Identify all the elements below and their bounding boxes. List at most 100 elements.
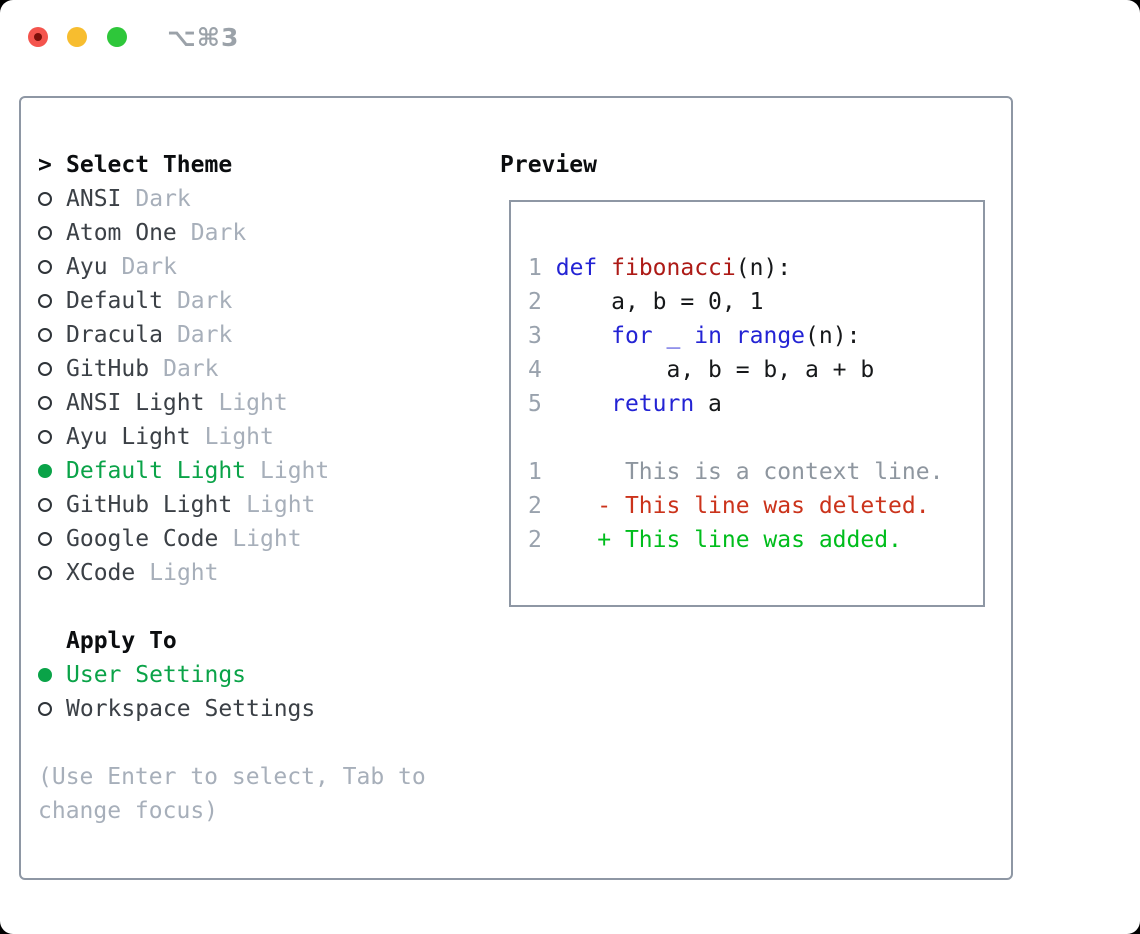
radio-circle [38, 328, 52, 342]
option-variant-label: Light [218, 390, 288, 416]
radio-icon [38, 566, 66, 580]
option-variant-label: Light [149, 560, 219, 586]
theme-option[interactable]: GitHub Dark [38, 352, 329, 386]
radio-icon [38, 192, 66, 206]
option-label: Default Light [66, 458, 247, 484]
radio-circle [38, 260, 52, 274]
radio-selected-icon [38, 464, 66, 478]
code-segment [680, 323, 694, 349]
line-number: 4 [528, 357, 542, 383]
option-variant-label: Light [204, 424, 274, 450]
theme-option[interactable]: XCode Light [38, 556, 329, 590]
zoom-button[interactable] [107, 27, 127, 47]
radio-icon [38, 294, 66, 308]
code-segment: a, b = 0, 1 [555, 289, 764, 315]
code-segment: for [611, 323, 653, 349]
theme-option[interactable]: Ayu Dark [38, 250, 329, 284]
option-label: GitHub [66, 356, 150, 382]
radio-circle [38, 702, 52, 716]
option-variant-label: Dark [135, 186, 191, 212]
option-label: User Settings [66, 662, 247, 688]
code-line: 3 for _ in range(n): [528, 319, 983, 353]
code-segment: _ [666, 323, 681, 349]
code-segment: return [611, 391, 695, 417]
code-line: 1 def fibonacci(n): [528, 251, 983, 285]
radio-circle [38, 566, 52, 580]
option-variant-label: Dark [163, 356, 219, 382]
theme-option[interactable]: ANSI Light Light [38, 386, 329, 420]
window-title: ⌥⌘3 [167, 23, 240, 52]
minimize-button[interactable] [67, 27, 87, 47]
radio-icon [38, 498, 66, 512]
apply-to-header-row: Apply To [38, 624, 315, 658]
help-text: (Use Enter to select, Tab to change focu… [38, 764, 426, 824]
radio-circle [38, 430, 52, 444]
apply-to-option[interactable]: User Settings [38, 658, 315, 692]
option-label: GitHub Light [66, 492, 233, 518]
code-line: 5 return a [528, 387, 983, 421]
radio-circle [38, 464, 52, 478]
code-line: 2 + This line was added. [528, 523, 983, 557]
code-segment: range [735, 323, 806, 349]
radio-icon [38, 532, 66, 546]
code-segment [722, 323, 736, 349]
option-label: ANSI Light [66, 390, 205, 416]
code-segment: + This line was added. [555, 527, 902, 553]
code-segment: This is a context line. [555, 459, 944, 485]
option-variant-label: Dark [176, 322, 233, 348]
code-segment: fibonacci [611, 255, 736, 281]
apply-to-option[interactable]: Workspace Settings [38, 692, 315, 726]
radio-icon [38, 430, 66, 444]
radio-icon [38, 226, 66, 240]
theme-option[interactable]: Google Code Light [38, 522, 329, 556]
apply-to-header: Apply To [66, 628, 177, 654]
radio-circle [38, 226, 52, 240]
theme-option[interactable]: ANSI Dark [38, 182, 329, 216]
option-label: Google Code [66, 526, 219, 552]
code-segment [556, 323, 611, 349]
line-number: 3 [528, 323, 542, 349]
option-label: Workspace Settings [66, 696, 316, 722]
option-label: XCode [66, 560, 136, 586]
code-segment: def [555, 255, 598, 281]
preview-label: Preview [500, 152, 597, 178]
option-label: Dracula [66, 322, 163, 348]
radio-circle [38, 294, 52, 308]
theme-option[interactable]: Default Light Light [38, 454, 329, 488]
radio-circle [38, 396, 52, 410]
code-segment: (n): [805, 323, 861, 349]
code-line: 2 a, b = 0, 1 [528, 285, 983, 319]
close-button[interactable] [28, 27, 48, 47]
radio-icon [38, 260, 66, 274]
code-segment [597, 255, 611, 281]
option-variant-label: Dark [190, 220, 247, 246]
close-button-dot-icon [34, 33, 42, 41]
option-label: ANSI [66, 186, 122, 212]
line-number: 2 [528, 289, 542, 315]
option-variant-label: Dark [176, 288, 233, 314]
radio-circle [38, 362, 52, 376]
radio-icon [38, 396, 66, 410]
option-label: Ayu [66, 254, 108, 280]
radio-circle [38, 192, 52, 206]
code-segment: (n): [735, 255, 792, 281]
code-line: 2 - This line was deleted. [528, 489, 983, 523]
option-variant-label: Light [232, 526, 302, 552]
code-line: 1 This is a context line. [528, 455, 983, 489]
radio-icon [38, 328, 66, 342]
option-variant-label: Dark [121, 254, 177, 280]
radio-icon [38, 362, 66, 376]
theme-option[interactable]: Dracula Dark [38, 318, 329, 352]
code-line [528, 421, 983, 455]
option-variant-label: Light [260, 458, 330, 484]
